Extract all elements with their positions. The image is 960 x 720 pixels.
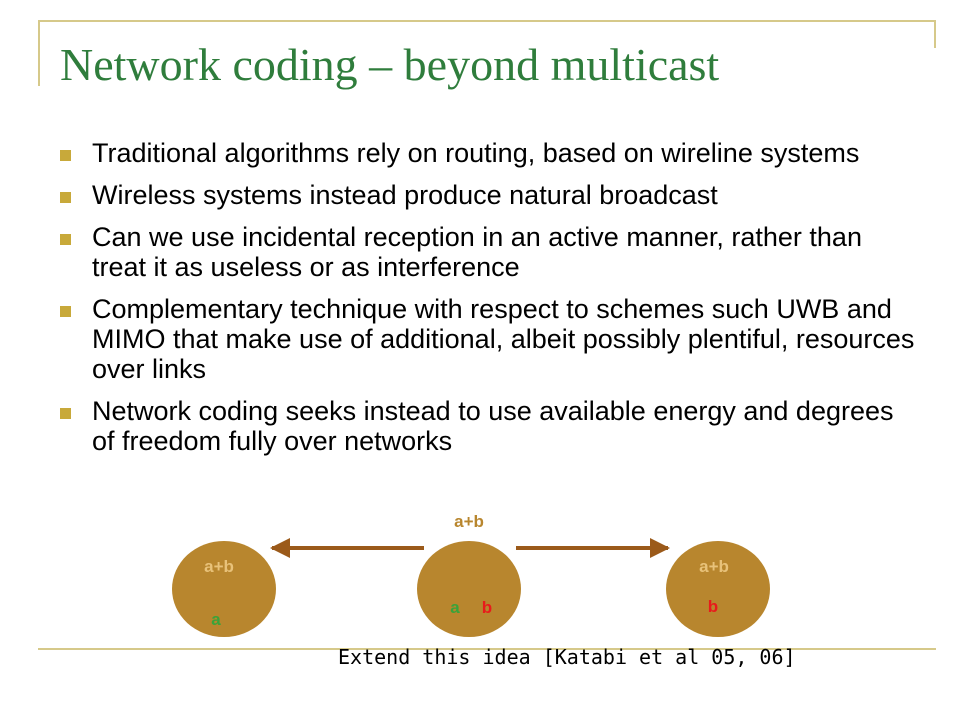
bullet-text: Complementary technique with respect to … bbox=[92, 294, 915, 384]
bullet-marker-icon bbox=[60, 234, 71, 245]
frame-right-line bbox=[934, 20, 936, 48]
left-node-bottom-label: a bbox=[211, 610, 221, 629]
bullet-marker-icon bbox=[60, 408, 71, 419]
bullet-item: Network coding seeks instead to use avai… bbox=[60, 396, 920, 456]
center-node-label-a: a bbox=[450, 598, 460, 617]
frame-bottom-line bbox=[38, 648, 936, 650]
right-node bbox=[666, 541, 770, 637]
frame-left-line bbox=[38, 20, 40, 86]
bullet-text: Network coding seeks instead to use avai… bbox=[92, 396, 894, 456]
center-node bbox=[417, 541, 521, 637]
left-node-top-label: a+b bbox=[204, 557, 234, 576]
left-node bbox=[172, 541, 276, 637]
bullet-text: Wireless systems instead produce natural… bbox=[92, 180, 718, 210]
bullet-item: Wireless systems instead produce natural… bbox=[60, 180, 920, 210]
broadcast-label: a+b bbox=[454, 512, 484, 531]
bullet-marker-icon bbox=[60, 192, 71, 203]
bullet-item: Traditional algorithms rely on routing, … bbox=[60, 138, 920, 168]
bullet-text: Can we use incidental reception in an ac… bbox=[92, 222, 862, 282]
slide-title: Network coding – beyond multicast bbox=[60, 39, 720, 90]
bullet-marker-icon bbox=[60, 306, 71, 317]
bullet-item: Can we use incidental reception in an ac… bbox=[60, 222, 920, 282]
bullet-marker-icon bbox=[60, 150, 71, 161]
bullet-text: Traditional algorithms rely on routing, … bbox=[92, 138, 860, 168]
center-node-label-b: b bbox=[482, 598, 492, 617]
right-node-bottom-label: b bbox=[708, 597, 718, 616]
frame-top-line bbox=[38, 20, 936, 22]
right-node-top-label: a+b bbox=[699, 557, 729, 576]
bullet-item: Complementary technique with respect to … bbox=[60, 294, 920, 384]
bullet-list: Traditional algorithms rely on routing, … bbox=[60, 138, 920, 468]
citation-caption: Extend this idea [Katabi et al 05, 06] bbox=[338, 645, 796, 669]
